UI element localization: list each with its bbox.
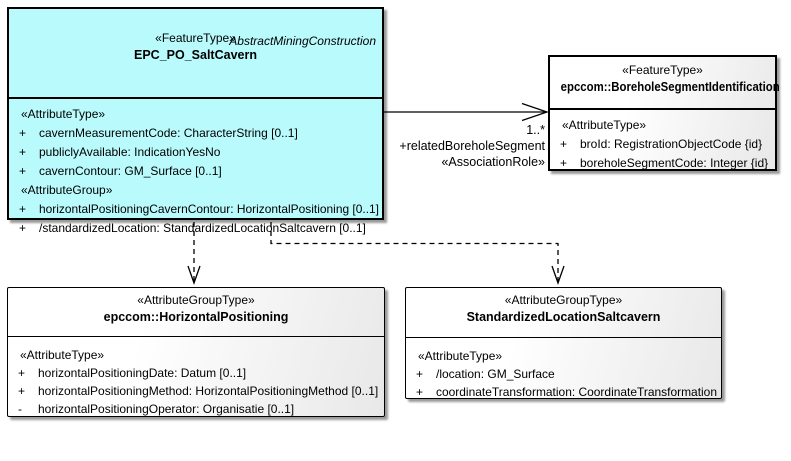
attribute-row[interactable]: + coordinateTransformation: CoordinateTr… (406, 383, 721, 401)
package-label: AbstractMiningConstruction (229, 34, 376, 48)
visibility-marker: + (19, 126, 27, 140)
attribute-text: /location: GM_Surface (436, 367, 555, 381)
visibility-marker: + (19, 145, 27, 159)
class-name: EPC_PO_SaltCavern (9, 48, 382, 62)
dependency-line-standardized-location[interactable] (270, 222, 559, 281)
attribute-group-header: «AttributeGroup» (21, 183, 113, 197)
open-arrowhead-icon (521, 102, 550, 122)
attribute-row[interactable]: + cavernContour: GM_Surface [0..1] (9, 162, 382, 181)
stereotype-label: «AttributeGroupType» (137, 293, 255, 307)
title-compartment: «AttributeGroupType» epccom::HorizontalP… (8, 293, 384, 337)
open-v-arrowhead-icon (187, 265, 201, 285)
visibility-marker: + (560, 156, 568, 170)
attribute-row[interactable]: + /standardizedLocation: StandardizedLoc… (9, 219, 382, 238)
attribute-row[interactable]: + horizontalPositioningDate: Datum [0..1… (8, 364, 384, 382)
attribute-type-header: «AttributeType» (21, 107, 106, 121)
association-role-name: +relatedBoreholeSegment (399, 139, 545, 153)
stereotype-label: «AttributeGroupType» (504, 293, 623, 307)
visibility-marker: + (18, 384, 26, 398)
visibility-marker: + (416, 385, 424, 399)
title-compartment: AbstractMiningConstruction «FeatureType»… (9, 31, 382, 99)
attribute-compartment: «AttributeType» + cavernMeasurementCode:… (9, 99, 382, 238)
attribute-row[interactable]: + publiclyAvailable: IndicationYesNo (9, 143, 382, 162)
attribute-text: horizontalPositioningDate: Datum [0..1] (38, 366, 247, 380)
attribute-text: /standardizedLocation: StandardizedLocat… (39, 221, 366, 235)
attribute-text: cavernContour: GM_Surface [0..1] (39, 164, 222, 178)
visibility-marker: + (19, 221, 27, 235)
visibility-marker: + (416, 367, 424, 381)
class-box-epc-po-saltcavern[interactable]: AbstractMiningConstruction «FeatureType»… (7, 7, 384, 235)
title-compartment: «AttributeGroupType» StandardizedLocatio… (406, 293, 721, 338)
class-box-borehole-segment-identification[interactable]: «FeatureType» epccom::BoreholeSegmentIde… (548, 55, 780, 173)
attribute-type-header: «AttributeType» (562, 118, 647, 132)
attribute-text: horizontalPositioningCavernContour: Hori… (39, 202, 379, 216)
attribute-text: boreholeSegmentCode: Integer {id} (580, 156, 769, 170)
title-compartment: «FeatureType» epccom::BoreholeSegmentIde… (550, 63, 780, 110)
class-name: StandardizedLocationSaltcavern (406, 310, 721, 324)
attribute-type-header: «AttributeType» (20, 348, 105, 362)
attribute-text: publiclyAvailable: IndicationYesNo (39, 145, 221, 159)
attribute-compartment: «AttributeType» + horizontalPositioningD… (8, 337, 384, 418)
class-name-text: epccom::BoreholeSegmentIdentification (560, 80, 780, 94)
attribute-type-header: «AttributeType» (418, 349, 503, 363)
association-labels: 1..* +relatedBoreholeSegment «Associatio… (300, 122, 545, 170)
attribute-text: horizontalPositioningMethod: HorizontalP… (38, 384, 379, 398)
class-box-horizontal-positioning[interactable]: «AttributeGroupType» epccom::HorizontalP… (7, 287, 385, 417)
visibility-marker: + (560, 137, 568, 151)
attribute-compartment: «AttributeType» + broId: RegistrationObj… (550, 110, 775, 173)
attribute-row[interactable]: + broId: RegistrationObjectCode {id} (550, 135, 775, 154)
attribute-text: broId: RegistrationObjectCode {id} (580, 137, 763, 151)
class-box-standardized-location-saltcavern[interactable]: «AttributeGroupType» StandardizedLocatio… (405, 287, 722, 399)
attribute-row[interactable]: - horizontalPositioningOperator: Organis… (8, 400, 384, 418)
visibility-marker: + (19, 202, 27, 216)
attribute-row[interactable]: + /location: GM_Surface (406, 365, 721, 383)
visibility-marker: + (18, 366, 26, 380)
attribute-row[interactable]: + horizontalPositioningCavernContour: Ho… (9, 200, 382, 219)
stereotype-label: «FeatureType» (622, 63, 703, 77)
class-name-text: StandardizedLocationSaltcavern (466, 310, 661, 324)
association-multiplicity: 1..* (526, 123, 545, 137)
attribute-row[interactable]: + horizontalPositioningMethod: Horizonta… (8, 382, 384, 400)
class-name: epccom::HorizontalPositioning (8, 310, 384, 324)
class-name-text: epccom::HorizontalPositioning (103, 310, 289, 324)
attribute-text: horizontalPositioningOperator: Organisat… (38, 402, 295, 416)
association-stereotype: «AssociationRole» (441, 155, 545, 169)
attribute-text: coordinateTransformation: CoordinateTran… (436, 385, 717, 399)
stereotype-label: «FeatureType» (155, 31, 236, 45)
attribute-row[interactable]: + boreholeSegmentCode: Integer {id} (550, 154, 775, 173)
class-name-text: EPC_PO_SaltCavern (134, 48, 257, 62)
visibility-marker: - (18, 402, 22, 416)
attribute-compartment: «AttributeType» + /location: GM_Surface … (406, 338, 721, 401)
attribute-row[interactable]: + cavernMeasurementCode: CharacterString… (9, 124, 382, 143)
attribute-text: cavernMeasurementCode: CharacterString [… (39, 126, 298, 140)
open-v-arrowhead-icon (551, 265, 565, 285)
visibility-marker: + (19, 164, 27, 178)
class-name: epccom::BoreholeSegmentIdentification (550, 80, 780, 94)
